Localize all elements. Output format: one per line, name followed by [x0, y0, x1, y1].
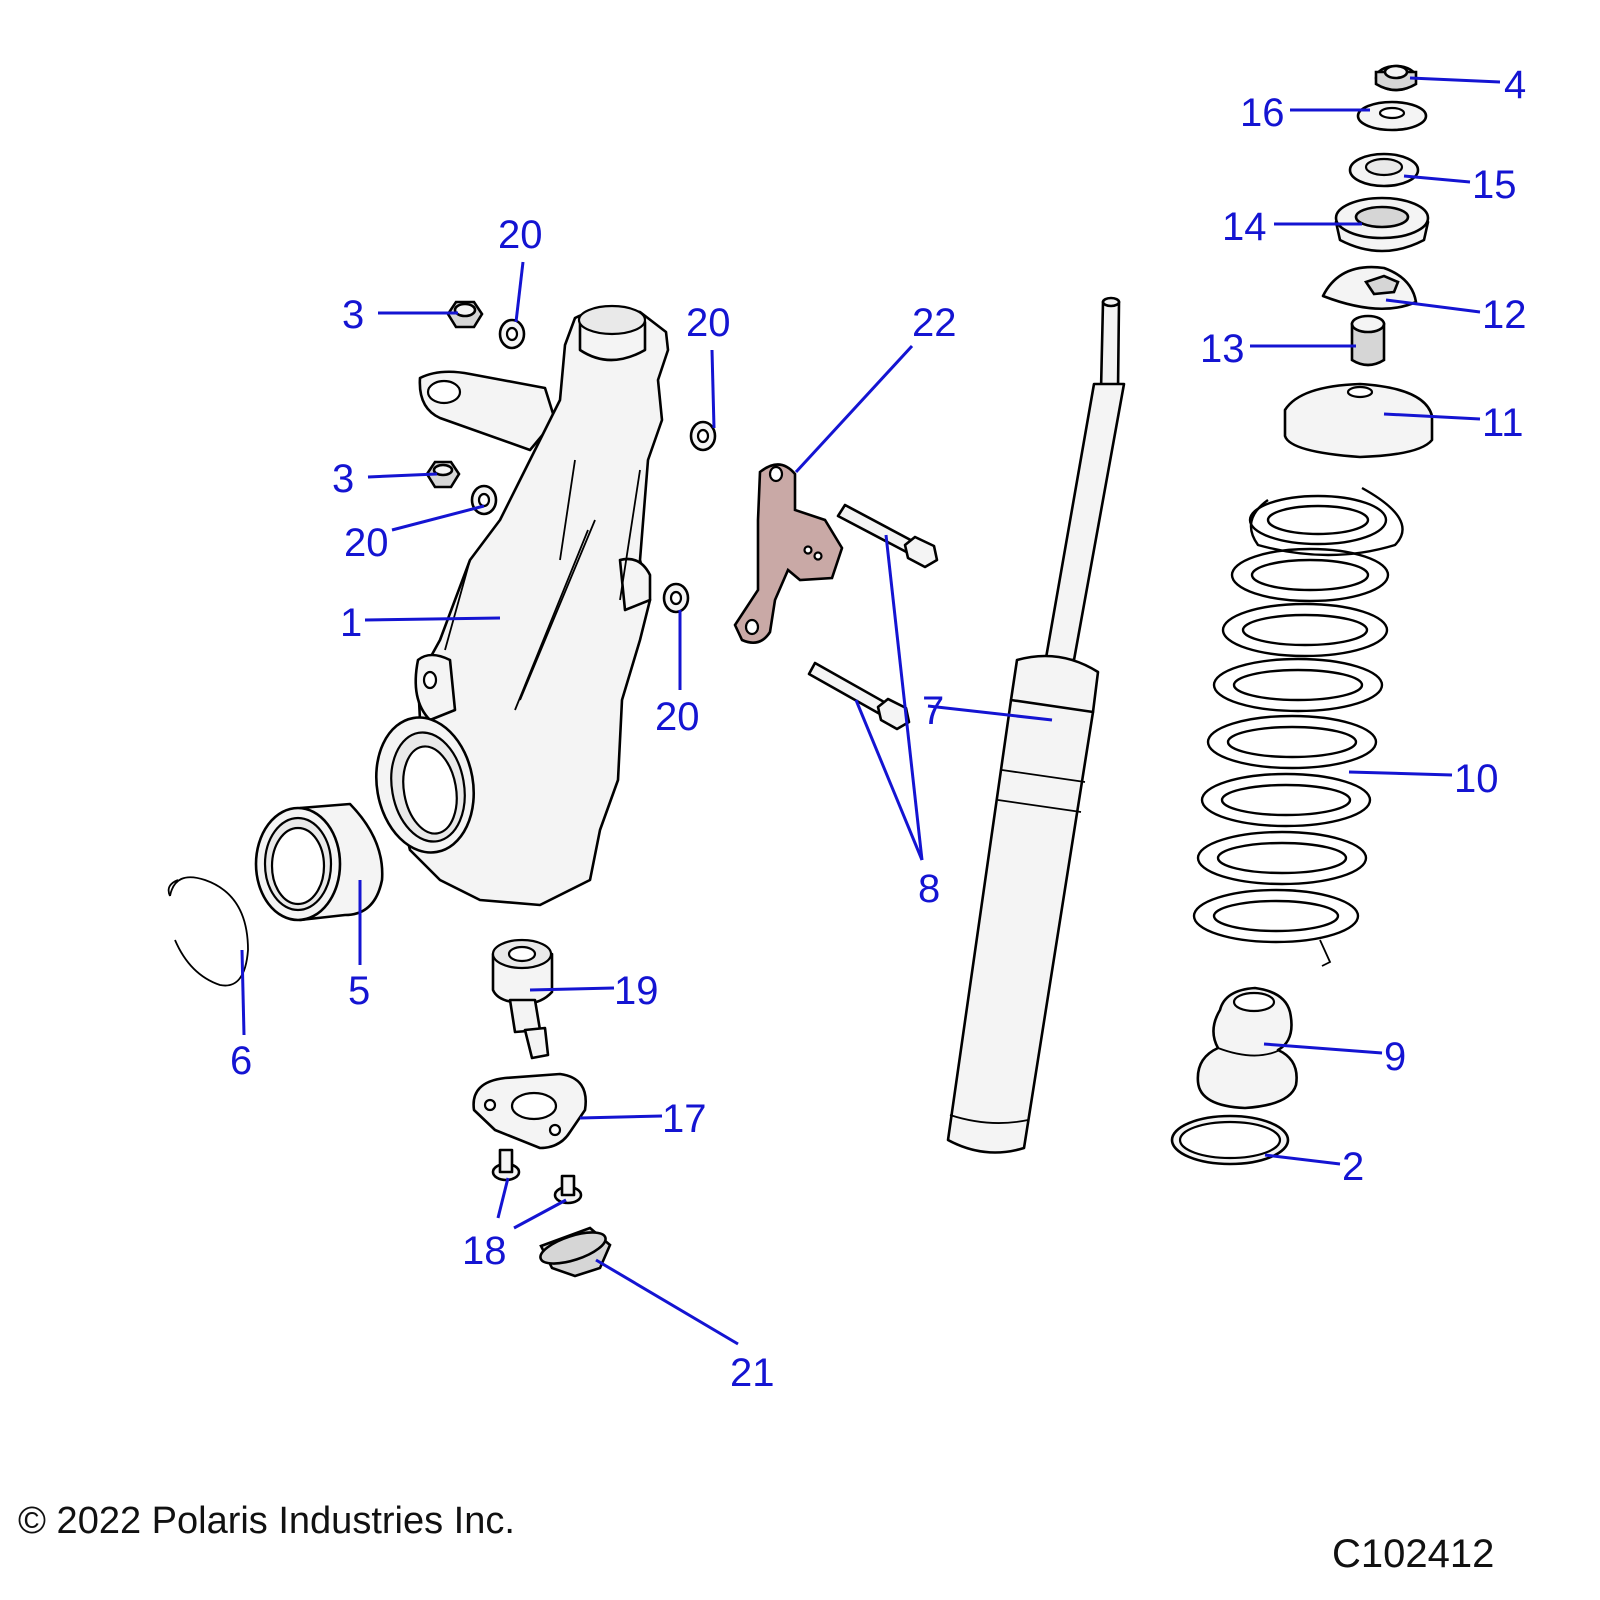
spacer-13	[1350, 314, 1386, 367]
snap-ring	[167, 876, 249, 987]
ball-joint-plate	[472, 1072, 588, 1150]
callout-7: 7	[922, 689, 944, 733]
callout-20-right-lower: 20	[655, 695, 700, 739]
callout-6: 6	[230, 1039, 252, 1083]
callout-8: 8	[918, 867, 940, 911]
callout-10: 10	[1454, 757, 1499, 801]
callout-18: 18	[462, 1229, 507, 1273]
bump-stop	[1196, 986, 1298, 1110]
callout-11: 11	[1482, 401, 1524, 445]
callout-19: 19	[614, 969, 659, 1013]
callout-15: 15	[1472, 163, 1517, 207]
washer-20-c	[470, 484, 498, 516]
coil-spring	[1192, 486, 1404, 967]
callout-3-lower: 3	[332, 457, 354, 501]
callout-21: 21	[730, 1351, 775, 1395]
shock-absorber	[946, 296, 1126, 1154]
wheel-bearing	[254, 802, 384, 922]
dome-12	[1321, 265, 1418, 311]
nut-4	[1374, 64, 1418, 92]
callout-16: 16	[1240, 91, 1285, 135]
callout-20-right-upper: 20	[686, 301, 731, 345]
washer-20-d	[662, 582, 690, 614]
callout-20-top: 20	[498, 213, 543, 257]
callout-5: 5	[348, 969, 370, 1013]
callout-20-left: 20	[344, 521, 389, 565]
spring-seat-11	[1283, 382, 1434, 459]
callout-4: 4	[1504, 63, 1526, 107]
callout-1: 1	[340, 601, 362, 645]
steering-knuckle	[374, 304, 670, 907]
callout-9: 9	[1384, 1035, 1406, 1079]
washer-20-a	[498, 318, 526, 350]
washer-15	[1348, 152, 1420, 188]
ball-joint	[491, 938, 554, 1060]
bearing-cup-14	[1334, 196, 1430, 253]
washer-16	[1356, 100, 1428, 132]
callout-13: 13	[1200, 327, 1245, 371]
callout-2: 2	[1342, 1145, 1364, 1189]
callout-17: 17	[662, 1097, 707, 1141]
bolt-18-right	[553, 1174, 583, 1205]
seal-ring-2	[1170, 1114, 1290, 1166]
mounting-bracket	[733, 463, 844, 644]
boot-cap	[539, 1226, 612, 1278]
bolt-18-left	[491, 1148, 521, 1182]
callout-14: 14	[1222, 205, 1267, 249]
leader-lines	[240, 76, 1501, 1346]
bolt-8-lower	[807, 661, 911, 731]
washer-20-b	[689, 420, 717, 452]
callout-12: 12	[1482, 293, 1527, 337]
callout-22: 22	[912, 301, 957, 345]
figure-id: C102412	[1332, 1532, 1495, 1576]
callout-numbers: 1 2 3 3 4 5 6 7 8 9 10 11 12 13 14 15 16…	[230, 63, 1527, 1395]
copyright-notice: © 2022 Polaris Industries Inc.	[18, 1500, 515, 1542]
callout-3-upper: 3	[342, 293, 364, 337]
bolt-8-upper	[836, 503, 939, 569]
nut-3-upper	[446, 300, 484, 329]
nut-3-lower	[425, 460, 461, 489]
